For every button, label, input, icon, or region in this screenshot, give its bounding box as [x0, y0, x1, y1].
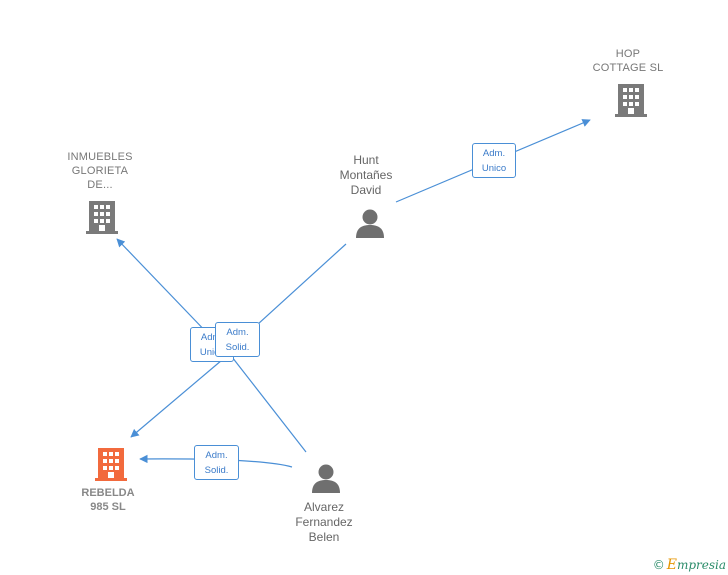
edge-label-hunt-hop[interactable]: Adm. Unico — [472, 143, 516, 178]
building-icon[interactable] — [95, 447, 127, 481]
edge-label-hub-solid[interactable]: Adm. Solid. — [215, 322, 260, 357]
edge-hub-rebelda — [130, 359, 223, 438]
edge-label-alvarez-rebelda[interactable]: Adm. Solid. — [194, 445, 239, 480]
person-icon[interactable] — [310, 463, 342, 495]
person-icon[interactable] — [354, 208, 386, 240]
brand-name: mpresia — [676, 558, 726, 572]
node-label-hunt[interactable]: Hunt Montañes David — [339, 153, 393, 197]
edge-alvarez-hub — [231, 356, 307, 453]
brand-initial: E — [666, 557, 677, 573]
node-label-alvarez[interactable]: Alvarez Fernandez Belen — [295, 500, 353, 544]
node-label-inmuebles[interactable]: INMUEBLES GLORIETA DE... — [67, 151, 133, 191]
building-icon[interactable] — [615, 83, 647, 117]
node-label-hop-cottage[interactable]: HOP COTTAGE SL — [592, 48, 664, 74]
node-label-rebelda[interactable]: REBELDA 985 SL — [81, 487, 135, 513]
edge-hub-inmuebles — [116, 238, 213, 339]
brand-footer[interactable]: ©Empresia — [653, 557, 726, 573]
building-icon[interactable] — [86, 200, 118, 234]
copyright-icon: © — [652, 558, 665, 572]
